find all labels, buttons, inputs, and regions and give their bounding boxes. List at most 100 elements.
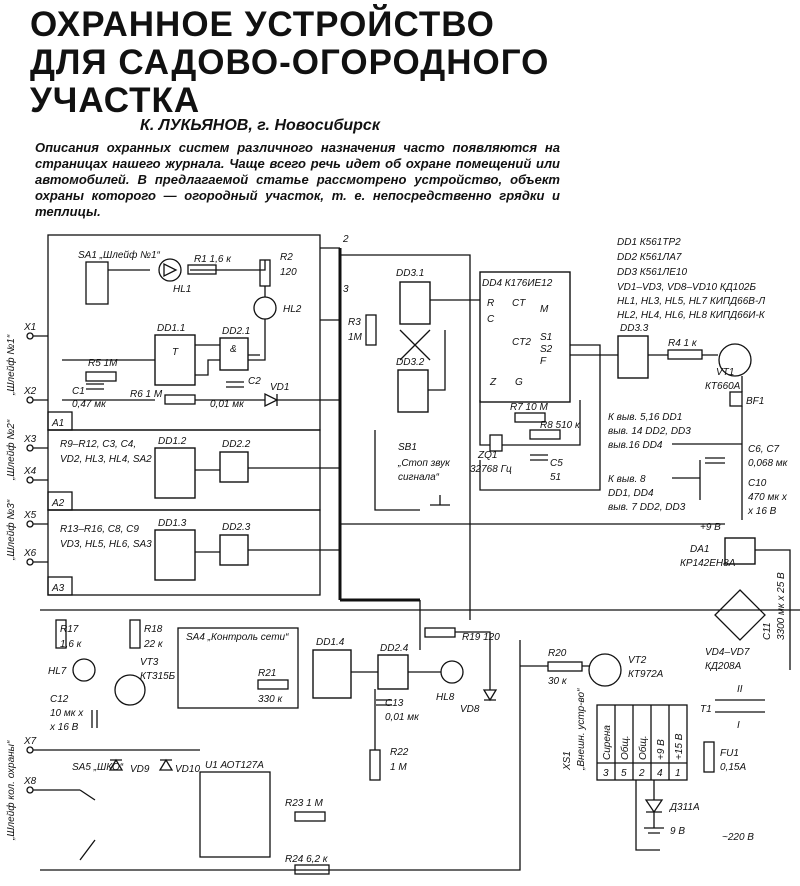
loop3-label: „Шлейф №3“ [5,499,17,561]
r5-label: R5 1М [88,358,118,369]
c67-value: 0,068 мк [748,458,789,469]
dd4-counter [479,271,571,403]
c10-value2: х 16 В [747,506,777,517]
r3-value: 1М [348,332,363,343]
vt1-value: КТ660А [705,381,741,392]
power-section: К выв. 5,16 DD1 выв. 14 DD2, DD3 выв.16 … [340,412,791,843]
bf1-label: BF1 [746,396,764,407]
x3-terminal [26,444,34,452]
c13-value: 0,01 мк [385,712,420,723]
vt3-value: КТ315Б [140,671,176,682]
alarm-loop-blocks: А1 А2 А3 SA1 „Шлейф №1“ HL1 R1 1,6 к R2 … [47,234,321,596]
r17-value: 1,6 к [60,639,83,650]
c5-value: 51 [550,472,561,483]
dd4-r: R [487,298,494,309]
xs1-grid [597,705,687,780]
x1-terminal [26,332,34,340]
external-wires [635,780,660,851]
x6-label: X6 [23,548,37,559]
c1-label: C1 [72,386,85,397]
article-title: ОХРАННОЕ УСТРОЙСТВО ДЛЯ САДОВО-ОГОРОДНОГ… [30,6,549,120]
r7-resistor [514,412,546,423]
dd31-gate [399,281,431,325]
dd4-s2: S2 [540,344,553,355]
fu1-fuse [703,741,715,773]
a1-logic-wire [195,344,260,376]
dd11-trigger [154,334,196,386]
r2-value: 120 [280,267,297,278]
power-note1b: выв. 14 DD2, DD3 [608,426,691,437]
dd21-label: DD2.1 [222,326,250,337]
dd4-z: Z [489,377,497,388]
dd23-label: DD2.3 [222,522,251,533]
lead-paragraph: Описания охранных систем различного назн… [35,140,560,219]
r23-label: R23 1 М [285,798,323,809]
r20-resistor [547,661,583,672]
dd4-ct2: CT2 [512,337,531,348]
vt3-label: VT3 [140,657,159,668]
u1-optocoupler [199,771,271,858]
r18-label: R18 [144,624,163,635]
hl8-label: HL8 [436,692,455,703]
r24-resistor [294,864,330,875]
xs1-pin: 2 [638,768,645,779]
external-output-section: R20 30 к VT2 КТ972А XS1 „Внешн. устр-во“… [520,648,700,851]
r2-label: R2 [280,252,293,263]
key-loop-wires [33,640,521,871]
x2-terminal [26,396,34,404]
hl1-led [158,258,182,282]
x5-label: X5 [23,510,37,521]
plus9-label: +9 В [700,522,721,533]
dd4-f: F [540,356,547,367]
vt2-label: VT2 [628,655,647,666]
da1-regulator [724,537,756,565]
author-line: К. ЛУКЬЯНОВ, г. Новосибирск [140,117,380,134]
r23-resistor [294,811,326,822]
vd1-label: VD1 [270,382,289,393]
c12-label: C12 [50,694,69,705]
dd21-and-glyph: & [230,344,237,355]
r19-label: R19 120 [462,632,500,643]
d311-diode [644,799,664,814]
hl2-led [253,296,277,320]
x6-terminal [26,558,34,566]
sb1-button [374,430,450,511]
power-note2c: выв. 7 DD2, DD3 [608,502,686,513]
xs1-col-siren: Сирена [602,725,613,760]
dd4-c: C [487,314,495,325]
da1-label: DA1 [690,544,709,555]
vd8-label: VD8 [460,704,480,715]
r21-value: 330 к [258,694,283,705]
r17-label: R17 [60,624,79,635]
xs1-col-plus15: +15 В [674,733,685,760]
power-note1: К выв. 5,16 DD1 [608,412,682,423]
main-bus [338,248,420,602]
vd10-diode [158,758,174,771]
c5-capacitor [530,454,548,461]
regulator-wires [340,523,791,670]
c2-value: 0,01 мк [210,399,245,410]
bf1-sounder [729,391,743,407]
dd4-g: G [515,377,523,388]
dd12-label: DD1.2 [158,436,187,447]
r6-label: R6 1 М [130,389,163,400]
dd32-gate [397,369,429,413]
legend-line: DD1 К561ТР2 [617,237,681,248]
dd22-label: DD2.2 [222,439,251,450]
dd12-trigger [154,447,196,499]
x5-terminal [26,520,34,528]
a1-led-wire [248,286,266,361]
sb1-name: „Стоп звук [397,458,451,469]
dd31-label: DD3.1 [396,268,424,279]
title-line: УЧАСТКА [30,81,201,120]
block-a1-tag [47,411,73,431]
loop2-label: „Шлейф №2“ [5,419,17,481]
legend-line: DD3 К561ЛЕ10 [617,267,687,278]
xs1-pin: 1 [675,768,681,779]
r21-resistor [257,679,289,690]
x8-label: X8 [23,776,37,787]
dd4-s1: S1 [540,332,552,343]
timer-section: R3 1М DD3.1 DD3.2 DD4 К176ИЕ12 R C CT M … [348,268,764,520]
hl8-led [440,660,464,684]
